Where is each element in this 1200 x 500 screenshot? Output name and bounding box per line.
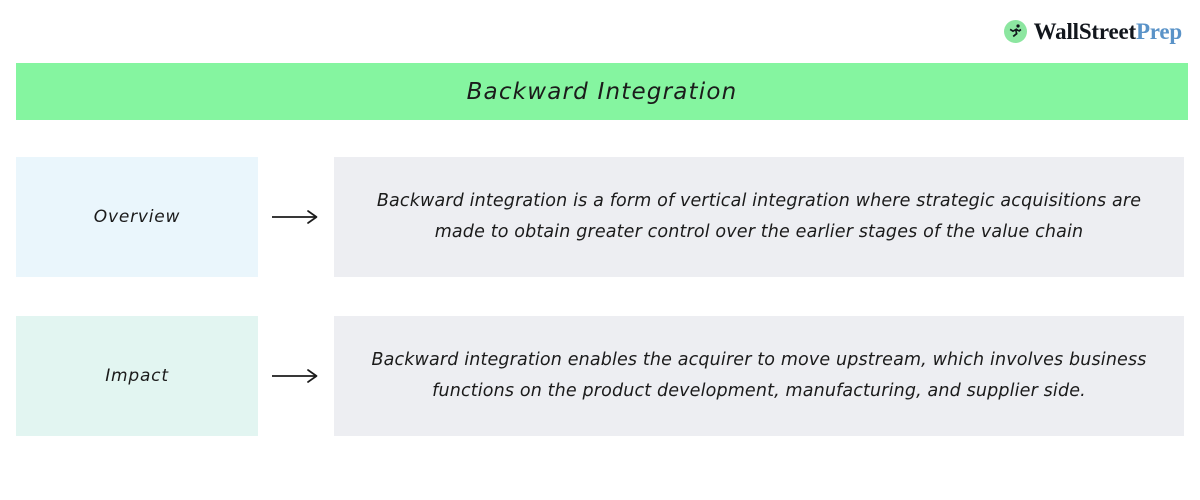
row-body-text: Backward integration is a form of vertic…: [376, 191, 1142, 242]
brand-word-wall: Wall: [1033, 18, 1079, 44]
wsp-runner-icon: [1003, 19, 1027, 43]
row-label-text: Impact: [105, 366, 169, 386]
row-label-box-impact: Impact: [16, 316, 258, 436]
brand-word-street: Street: [1078, 18, 1136, 44]
title-banner: Backward Integration: [16, 63, 1188, 120]
long-right-arrow-icon: [258, 316, 334, 436]
brand-word-prep: Prep: [1135, 18, 1182, 44]
row-label-box-overview: Overview: [16, 157, 258, 277]
brand-logo: WallStreetPrep: [1003, 17, 1183, 45]
row-label-text: Overview: [93, 207, 181, 227]
long-right-arrow-icon: [258, 157, 334, 277]
row-body-text: Backward integration enables the acquire…: [371, 350, 1147, 401]
brand-wordmark: WallStreetPrep: [1033, 18, 1183, 44]
page-title: Backward Integration: [466, 78, 738, 105]
row-body-box-impact: Backward integration enables the acquire…: [334, 316, 1184, 436]
content-row-impact: Impact Backward integration enables the …: [16, 316, 1184, 436]
row-body-box-overview: Backward integration is a form of vertic…: [334, 157, 1184, 277]
content-row-overview: Overview Backward integration is a form …: [16, 157, 1184, 277]
